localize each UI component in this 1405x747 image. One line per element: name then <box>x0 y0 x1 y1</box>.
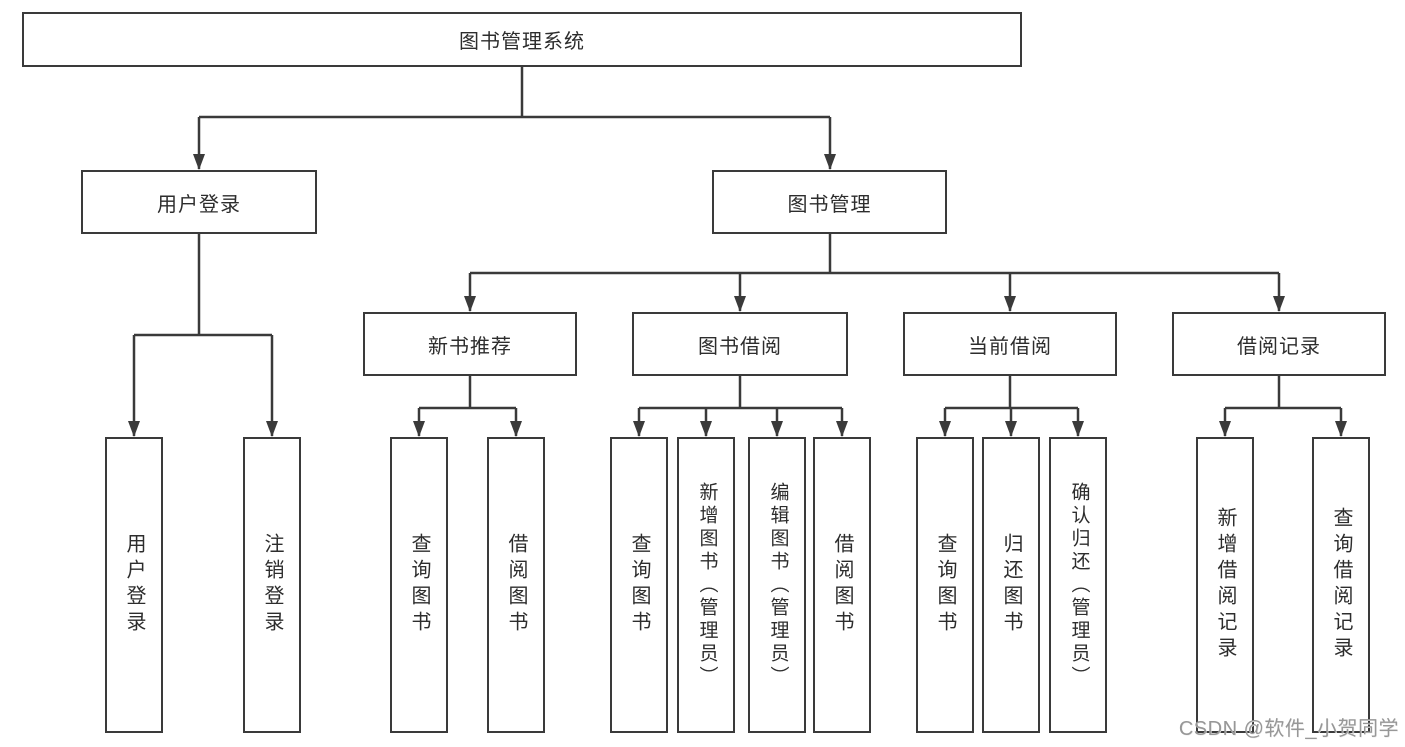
node-label: 确认归还（管理员） <box>1068 481 1090 689</box>
node-label: 图书管理 <box>787 193 872 216</box>
leaf-borrow-books-recommend: 借阅图书 <box>487 437 545 733</box>
node-label: 新书推荐 <box>428 335 512 358</box>
node-label: 图书管理系统 <box>459 31 585 53</box>
node-label: 借阅图书 <box>831 533 853 637</box>
node-label: 用户登录 <box>123 533 145 637</box>
leaf-confirm-return-admin: 确认归还（管理员） <box>1049 437 1107 733</box>
leaf-query-books-borrowing: 查询图书 <box>610 437 668 733</box>
leaf-query-borrow-record: 查询借阅记录 <box>1312 437 1370 733</box>
node-label: 查询图书 <box>408 533 430 637</box>
leaf-edit-book-admin: 编辑图书（管理员） <box>748 437 806 733</box>
node-label: 注销登录 <box>261 533 283 637</box>
leaf-logout: 注销登录 <box>243 437 301 733</box>
csdn-watermark: CSDN @软件_小贺同学 <box>1178 718 1399 740</box>
leaf-return-book: 归还图书 <box>982 437 1040 733</box>
node-label: 当前借阅 <box>968 335 1052 358</box>
node-label: 编辑图书（管理员） <box>767 481 789 689</box>
node-user-login: 用户登录 <box>81 170 317 234</box>
node-book-management: 图书管理 <box>712 170 947 234</box>
node-book-borrowing: 图书借阅 <box>632 312 848 376</box>
node-borrowing-records: 借阅记录 <box>1172 312 1386 376</box>
node-label: 新增图书（管理员） <box>696 481 718 689</box>
leaf-add-book-admin: 新增图书（管理员） <box>677 437 735 733</box>
leaf-user-login: 用户登录 <box>105 437 163 733</box>
node-label: 借阅图书 <box>505 533 527 637</box>
node-label: 查询图书 <box>934 533 956 637</box>
leaf-query-books-recommend: 查询图书 <box>390 437 448 733</box>
leaf-query-books-current: 查询图书 <box>916 437 974 733</box>
leaf-borrow-books-borrowing: 借阅图书 <box>813 437 871 733</box>
node-current-borrowing: 当前借阅 <box>903 312 1117 376</box>
node-root-library-management-system: 图书管理系统 <box>22 12 1022 67</box>
node-label: 图书借阅 <box>698 335 782 358</box>
node-label: 归还图书 <box>1000 533 1022 637</box>
node-new-book-recommendation: 新书推荐 <box>363 312 577 376</box>
node-label: 查询借阅记录 <box>1330 507 1352 663</box>
node-label: 新增借阅记录 <box>1214 507 1236 663</box>
node-label: 查询图书 <box>628 533 650 637</box>
node-label: 用户登录 <box>157 193 241 216</box>
node-label: 借阅记录 <box>1237 335 1321 358</box>
leaf-add-borrow-record: 新增借阅记录 <box>1196 437 1254 733</box>
